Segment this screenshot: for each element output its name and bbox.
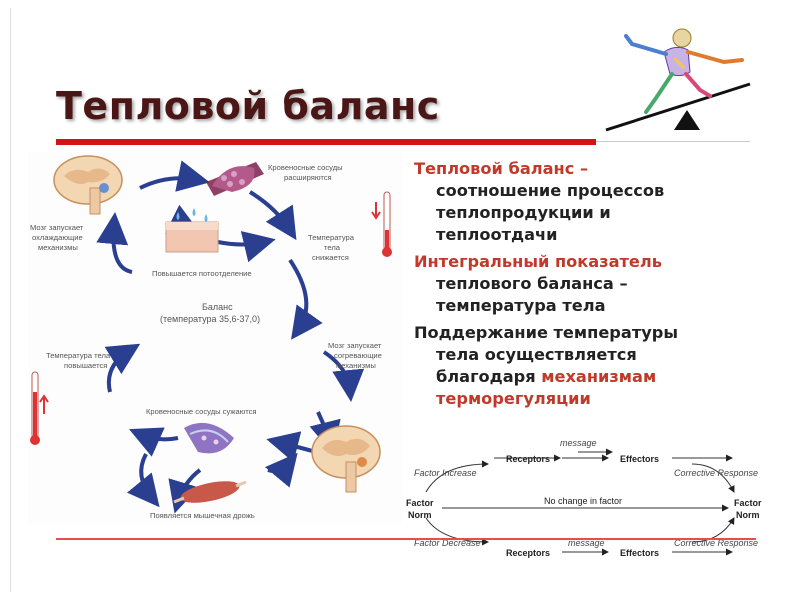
bullet-2-lead: Интегральный показатель xyxy=(414,252,662,271)
label-balance-range: (температура 35,6-37,0) xyxy=(160,314,260,324)
flow-corrective-bottom: Corrective Response xyxy=(674,538,758,548)
flow-message-bottom: message xyxy=(568,538,605,548)
slide-title: Тепловой баланс xyxy=(56,84,440,128)
bullet-heat-balance: Тепловой баланс – соотношение процессов … xyxy=(414,158,744,246)
flow-factor-decrease: Factor Decrease xyxy=(414,538,481,548)
label-brain-warming: Мозг запускает xyxy=(328,341,382,350)
flow-effectors-bottom: Effectors xyxy=(620,548,659,558)
label-vessels-dilate: Кровеносные сосуды xyxy=(268,163,343,172)
label-brain-warming-3: механизмы xyxy=(336,361,376,370)
label-brain-cooling-2: охлаждающие xyxy=(32,233,83,242)
constricted-vessels-icon xyxy=(184,422,234,454)
flow-no-change: No change in factor xyxy=(544,496,622,506)
bottom-divider xyxy=(56,538,756,540)
thermometer-falling-icon xyxy=(371,191,392,257)
bullet-3-first: Поддержание температуры xyxy=(414,323,678,342)
brain-icon-bottom xyxy=(311,425,381,493)
label-temp-drops-2: тела xyxy=(324,243,341,252)
bullet-3-accent-2: терморегуляции xyxy=(436,389,591,408)
label-vessels-constrict: Кровеносные сосуды сужаются xyxy=(146,407,257,416)
label-temp-drops: Температура xyxy=(308,233,355,242)
label-temp-rises: Температура тела xyxy=(46,351,111,360)
flow-arrows xyxy=(425,448,735,556)
dilated-vessels-icon xyxy=(206,162,264,196)
label-shivering: Появляется мышечная дрожь xyxy=(150,511,255,520)
flow-corrective-top: Corrective Response xyxy=(674,468,758,478)
label-vessels-dilate-2: расширяются xyxy=(284,173,332,182)
label-sweating: Повышается потоотделение xyxy=(152,269,252,278)
bullet-2-line-1: теплового баланса – xyxy=(436,274,628,293)
balance-figure-icon xyxy=(605,28,751,132)
bullet-1-line-3: теплоотдачи xyxy=(436,225,558,244)
bullet-3-line-2: благодаря xyxy=(436,367,542,386)
title-underline-bar xyxy=(56,139,596,145)
bullet-2-line-2: температура тела xyxy=(436,296,606,315)
bullet-integral-indicator: Интегральный показатель теплового баланс… xyxy=(414,251,744,317)
flow-receptors-top: Receptors xyxy=(506,454,550,464)
bullet-1-lead: Тепловой баланс – xyxy=(414,159,589,178)
thermoregulation-cycle-diagram: Кровеносные сосуды расширяются Мозг запу… xyxy=(28,152,402,524)
brain-icon-top xyxy=(53,155,123,215)
label-balance: Баланс xyxy=(202,302,233,312)
bullet-temperature-maintenance: Поддержание температуры тела осуществляе… xyxy=(414,322,744,410)
flow-receptors-bottom: Receptors xyxy=(506,548,550,558)
label-temp-drops-3: снижается xyxy=(312,253,349,262)
flow-factor-increase: Factor Increase xyxy=(414,468,477,478)
title-underline-thin xyxy=(596,141,750,142)
thermometer-rising-icon xyxy=(30,371,49,445)
flow-effectors-top: Effectors xyxy=(620,454,659,464)
flow-norm-right-2: Norm xyxy=(736,510,760,520)
label-brain-warming-2: согревающие xyxy=(334,351,382,360)
muscle-icon xyxy=(173,480,247,504)
bullet-1-line-1: соотношение процессов xyxy=(436,181,665,200)
label-temp-rises-2: повышается xyxy=(64,361,107,370)
bullet-1-line-2: теплопродукции и xyxy=(436,203,611,222)
definition-text-block: Тепловой баланс – соотношение процессов … xyxy=(414,158,744,415)
label-brain-cooling-3: механизмы xyxy=(38,243,78,252)
flow-message-top: message xyxy=(560,438,597,448)
flow-norm-right-1: Factor xyxy=(734,498,762,508)
bullet-3-line-2-wrap: благодаря механизмам xyxy=(414,366,744,388)
homeostasis-flow-diagram: message Factor Increase Receptors Effect… xyxy=(402,434,776,566)
flow-norm-left-1: Factor xyxy=(406,498,434,508)
slide-frame xyxy=(10,8,24,592)
bullet-3-accent-1: механизмам xyxy=(541,367,657,386)
flow-norm-left-2: Norm xyxy=(408,510,432,520)
bullet-3-line-1: тела осуществляется xyxy=(436,345,637,364)
label-brain-cooling: Мозг запускает xyxy=(30,223,84,232)
sweating-skin-icon xyxy=(165,208,219,253)
